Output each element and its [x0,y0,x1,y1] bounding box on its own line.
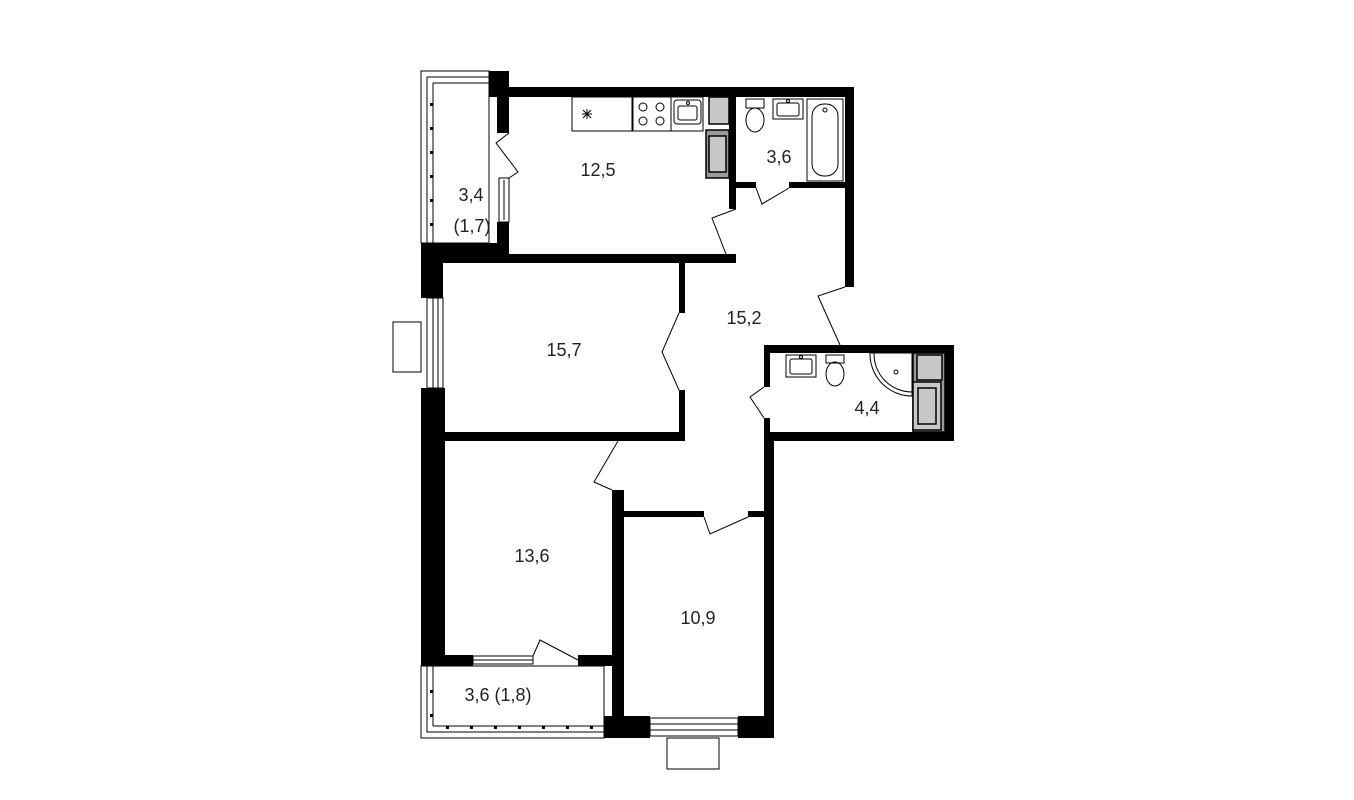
washing-machine-icon [912,381,942,431]
shower-icon [869,352,913,397]
kitchen-fixtures [571,96,730,179]
bathroom-fixtures [745,98,844,182]
living-room-area: 15,7 [546,340,581,360]
kitchen-area: 12,5 [580,160,615,180]
toilet-room-fixtures [785,352,946,433]
sink-icon [673,99,702,125]
balcony-top-reduced-area: (1,7) [453,216,490,236]
balcony-bottom-area: 3,6 (1,8) [464,685,531,705]
balcony-top-area: 3,4 [458,185,483,205]
bedroom-small-area: 10,9 [680,608,715,628]
stove-icon [632,96,672,132]
bathtub-icon [806,98,844,182]
walls [421,71,954,738]
bathroom-area: 3,6 [766,147,791,167]
doors [495,132,846,661]
fridge-icon [571,96,633,132]
windows [392,177,739,770]
toilet-room-area: 4,4 [854,398,879,418]
bedroom-large-area: 13,6 [514,546,549,566]
room-labels: 12,5 3,6 3,4 (1,7) 15,7 15,2 4,4 13,6 10… [453,147,879,705]
hallway-area: 15,2 [726,308,761,328]
sink-icon [772,98,804,120]
balcony-bottom [420,665,605,739]
sink-icon [785,354,817,378]
toilet-icon [745,98,765,133]
toilet-icon [825,354,845,387]
